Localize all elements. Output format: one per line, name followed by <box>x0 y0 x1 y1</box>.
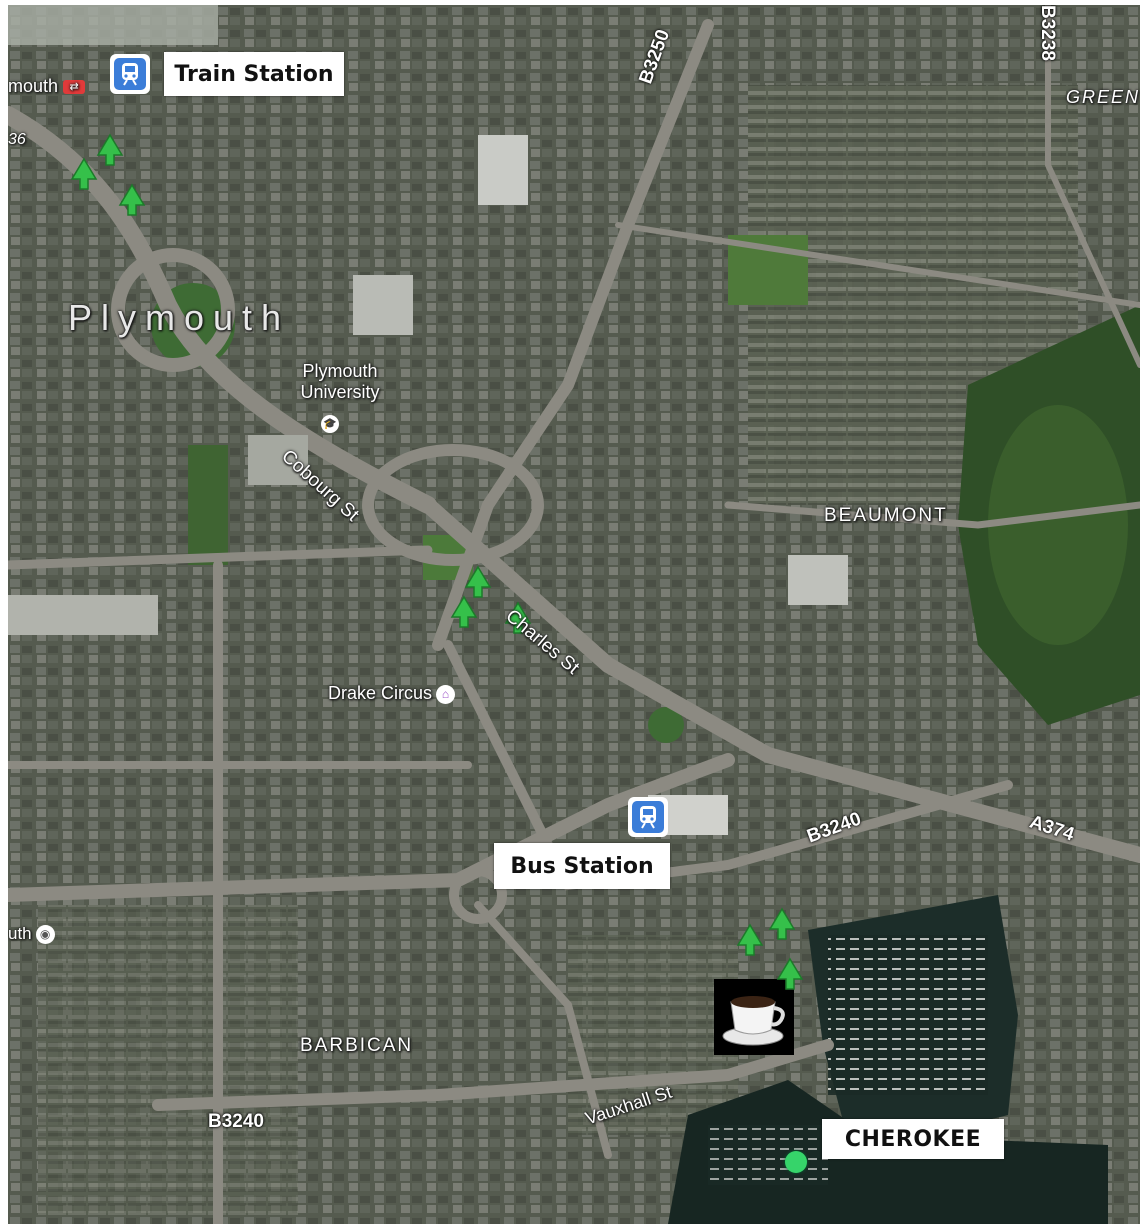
train-icon[interactable] <box>110 54 150 94</box>
plymouth-rail-label[interactable]: mouth ⇄ <box>8 76 86 97</box>
tree-icon[interactable] <box>118 183 146 217</box>
area-label-plymouth: Plymouth <box>68 297 291 338</box>
tree-icon[interactable] <box>776 957 804 991</box>
train-station-label: Train Station <box>164 52 344 96</box>
edge-label: 36 <box>8 131 26 148</box>
area-label-greenbank: GREEN <box>1066 87 1140 107</box>
tree-icon[interactable] <box>96 133 124 167</box>
satellite-map[interactable]: Train Station Bus Station CH <box>8 5 1140 1224</box>
road-label-b3238: B3238 <box>1037 5 1058 61</box>
tree-icon[interactable] <box>450 595 478 629</box>
road-label-b3240-west: B3240 <box>208 1111 264 1132</box>
poi-plymouth-university[interactable]: Plymouth University <box>300 361 380 402</box>
tree-icon[interactable] <box>768 907 796 941</box>
area-label-barbican: BARBICAN <box>300 1035 414 1056</box>
tree-icon[interactable] <box>504 601 532 635</box>
tree-icon[interactable] <box>464 565 492 599</box>
university-pin-icon[interactable]: 🎓 <box>321 415 339 433</box>
poi-drake-circus[interactable]: Drake Circus⌂ <box>328 683 456 704</box>
tree-icon[interactable] <box>736 923 764 957</box>
tree-icon[interactable] <box>70 157 98 191</box>
cherokee-label: CHEROKEE <box>822 1119 1004 1159</box>
map-imagery <box>8 5 1140 1224</box>
coffee-cup-icon[interactable] <box>714 979 794 1055</box>
area-label-beaumont: BEAUMONT <box>824 505 948 526</box>
shopping-bag-icon: ⌂ <box>436 684 456 704</box>
bus-station-label: Bus Station <box>494 843 670 889</box>
bus-station-icon[interactable] <box>628 797 668 837</box>
national-rail-icon: ⇄ <box>63 80 86 95</box>
destination-marker[interactable] <box>785 1151 807 1173</box>
poi-plymouth-left[interactable]: uth◉ <box>8 924 55 945</box>
poi-pin-icon: ◉ <box>35 925 55 945</box>
